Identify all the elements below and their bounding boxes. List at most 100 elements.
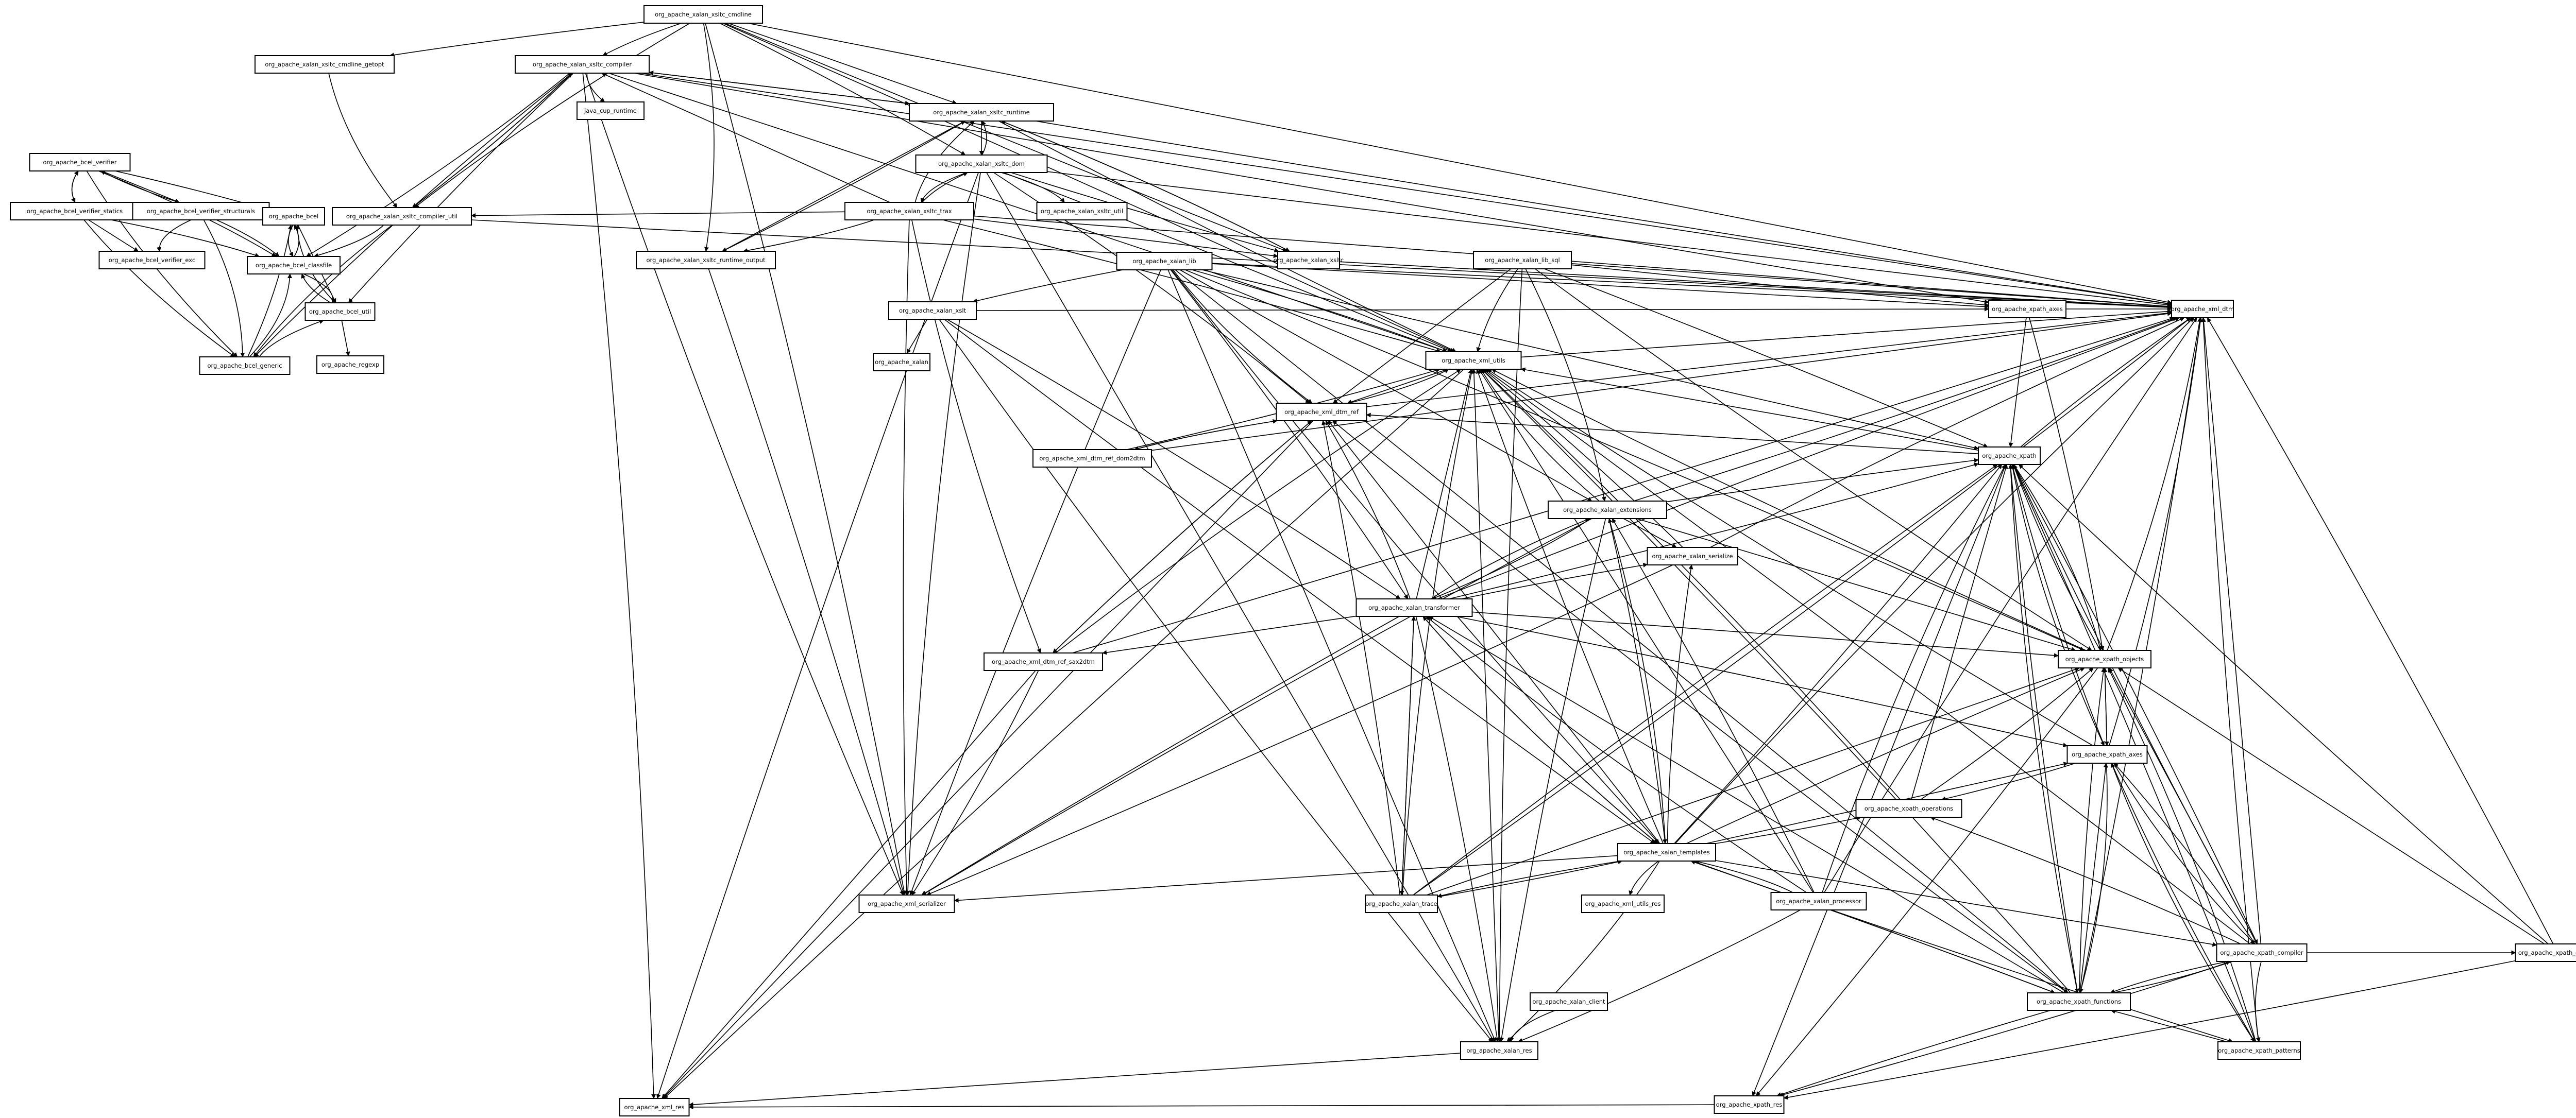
package-node-org-apache-xml-utils-res[interactable]: org_apache_xml_utils_res bbox=[1581, 895, 1665, 913]
node-label: org_apache_xalan_xsltc bbox=[1274, 256, 1344, 264]
package-node-org-apache-bcel-util[interactable]: org_apache_bcel_util bbox=[304, 302, 376, 321]
package-node-org-apache-regexp[interactable]: org_apache_regexp bbox=[316, 355, 384, 374]
package-node-org-apache-xalan-extensions[interactable]: org_apache_xalan_extensions bbox=[1548, 501, 1667, 519]
package-node-org-apache-xalan-processor[interactable]: org_apache_xalan_processor bbox=[1770, 892, 1867, 910]
dependency-edge bbox=[2201, 317, 2259, 1042]
dependency-edge bbox=[1426, 616, 1807, 893]
dependency-edge bbox=[662, 670, 1036, 1099]
dependency-edge bbox=[1001, 121, 1290, 252]
dependency-edge bbox=[585, 73, 904, 896]
package-node-org-apache-xpath-operations[interactable]: org_apache_xpath_operations bbox=[1855, 799, 1962, 818]
dependency-edge bbox=[1482, 369, 1901, 800]
dependency-edge bbox=[2008, 317, 2027, 448]
package-node-org-apache-xalan-templates[interactable]: org_apache_xalan_templates bbox=[1617, 843, 1716, 862]
package-node-org-apache-xalan-xsltc-compiler[interactable]: org_apache_xalan_xsltc_compiler bbox=[515, 55, 650, 74]
package-node-org-apache-xml-res[interactable]: org_apache_xml_res bbox=[619, 1098, 690, 1116]
node-label: org_apache_xalan_templates bbox=[1623, 849, 1709, 856]
package-node-org-apache-xalan-xsltc-util[interactable]: org_apache_xalan_xsltc_util bbox=[1036, 202, 1128, 220]
package-node-org-apache-xalan-xsltc-cmdline-getopt[interactable]: org_apache_xalan_xsltc_cmdline_getopt bbox=[255, 55, 395, 74]
package-node-org-apache-xalan-xslt[interactable]: org_apache_xalan_xslt bbox=[888, 301, 977, 320]
package-node-org-apache-xalan-transformer[interactable]: org_apache_xalan_transformer bbox=[1355, 598, 1473, 617]
node-box bbox=[262, 207, 325, 226]
dependency-edge bbox=[1612, 518, 1815, 893]
dependency-edge bbox=[203, 219, 245, 357]
dependency-edge bbox=[1690, 861, 2056, 994]
package-node-org-apache-xpath-axes[interactable]: org_apache_xpath_axes bbox=[1988, 300, 2066, 318]
package-node-org-apache-xalan[interactable]: org_apache_xalan bbox=[873, 353, 930, 371]
dependency-edge bbox=[722, 23, 1455, 352]
dependency-edge bbox=[1715, 860, 2217, 947]
dependency-edge bbox=[1518, 909, 1801, 1043]
dependency-edge bbox=[972, 269, 1123, 303]
package-node-org-apache-bcel-verifier-statics[interactable]: org_apache_bcel_verifier_statics bbox=[10, 202, 140, 220]
dependency-edge bbox=[946, 319, 1401, 599]
package-node-org-apache-xpath-compiler[interactable]: org_apache_xpath_compiler bbox=[2216, 943, 2308, 962]
dependency-edge bbox=[301, 273, 331, 303]
dependency-edge bbox=[906, 319, 928, 354]
dependency-edge bbox=[903, 219, 910, 896]
dependency-edge bbox=[905, 172, 981, 896]
package-node-org-apache-xalan-lib-sql[interactable]: org_apache_xalan_lib_sql bbox=[1473, 251, 1572, 269]
package-node-org-apache-bcel-verifier-structurals[interactable]: org_apache_bcel_verifier_structurals bbox=[132, 202, 270, 220]
dependency-edge bbox=[922, 172, 968, 203]
node-label: java_cup_runtime bbox=[584, 107, 637, 114]
package-node-org-apache-xalan-res[interactable]: org_apache_xalan_res bbox=[1460, 1041, 1538, 1060]
node-label: org_apache_xpath_operations bbox=[1865, 805, 1953, 812]
package-node-org-apache-xalan-xsltc-dom[interactable]: org_apache_xalan_xsltc_dom bbox=[915, 154, 1048, 173]
dependency-edge bbox=[2019, 464, 2549, 944]
dependency-edge bbox=[1347, 369, 1448, 404]
node-label: org_apache_xml_dtm_ref bbox=[1284, 408, 1359, 416]
package-node-org-apache-xpath-axes[interactable]: org_apache_xpath_axes bbox=[2066, 745, 2148, 764]
package-node-org-apache-xalan-xsltc-runtime[interactable]: org_apache_xalan_xsltc_runtime bbox=[909, 103, 1054, 122]
node-box bbox=[2027, 992, 2131, 1011]
package-node-org-apache-xml-dtm-ref[interactable]: org_apache_xml_dtm_ref bbox=[1276, 403, 1367, 421]
package-node-org-apache-xalan-xsltc-compiler-util[interactable]: org_apache_xalan_xsltc_compiler_util bbox=[332, 207, 472, 226]
package-node-org-apache-xml-dtm-ref-sax2dtm[interactable]: org_apache_xml_dtm_ref_sax2dtm bbox=[984, 652, 1103, 671]
package-node-org-apache-xml-dtm-ref-dom2dtm[interactable]: org_apache_xml_dtm_ref_dom2dtm bbox=[1032, 449, 1152, 468]
dependency-edge bbox=[2107, 317, 2202, 651]
dependency-edge bbox=[1756, 667, 2098, 1096]
package-node-org-apache-bcel[interactable]: org_apache_bcel bbox=[262, 207, 325, 226]
package-node-org-apache-xpath-objects[interactable]: org_apache_xpath_objects bbox=[2058, 650, 2151, 668]
package-node-org-apache-bcel-verifier-exc[interactable]: org_apache_bcel_verifier_exc bbox=[98, 251, 206, 269]
dependency-edge bbox=[954, 855, 1618, 903]
dependency-edge bbox=[909, 269, 1161, 896]
dependency-edge bbox=[1431, 518, 1591, 600]
dependency-edge bbox=[1710, 317, 2185, 548]
package-node-org-apache-xpath-patterns[interactable]: org_apache_xpath_patterns bbox=[2217, 1041, 2301, 1060]
dependency-edge bbox=[71, 170, 79, 203]
package-node-org-apache-xpath-res[interactable]: org_apache_xpath_res bbox=[1714, 1095, 1785, 1114]
package-node-org-apache-xpath[interactable]: org_apache_xpath bbox=[1978, 446, 2041, 465]
node-label: org_apache_xpath_compiler bbox=[2220, 949, 2303, 956]
node-label: org_apache_bcel_verifier_statics bbox=[27, 208, 123, 215]
package-node-java-cup-runtime[interactable]: java_cup_runtime bbox=[577, 101, 645, 120]
dependency-edge bbox=[1202, 269, 1979, 450]
package-node-org-apache-bcel-classfile[interactable]: org_apache_bcel_classfile bbox=[247, 256, 341, 274]
node-label: org_apache_xalan_xsltc_runtime_output bbox=[646, 256, 766, 264]
package-node-org-apache-xalan-xsltc-runtime-output[interactable]: org_apache_xalan_xsltc_runtime_output bbox=[636, 251, 776, 269]
node-label: org_apache_xpath bbox=[1982, 452, 2036, 459]
node-box bbox=[1365, 895, 1438, 913]
dependency-edge bbox=[2013, 464, 2102, 651]
package-node-org-apache-xalan-serialize[interactable]: org_apache_xalan_serialize bbox=[1647, 547, 1738, 565]
package-node-org-apache-xalan-xsltc[interactable]: org_apache_xalan_xsltc bbox=[1274, 251, 1344, 269]
package-node-org-apache-xml-dtm[interactable]: org_apache_xml_dtm bbox=[2171, 300, 2234, 318]
package-node-org-apache-xalan-client[interactable]: org_apache_xalan_client bbox=[1530, 992, 1608, 1011]
package-node-org-apache-bcel-verifier[interactable]: org_apache_bcel_verifier bbox=[29, 153, 131, 171]
dependency-edge bbox=[1170, 269, 1409, 599]
dependency-edge bbox=[2111, 763, 2255, 1042]
package-node-org-apache-xml-serializer[interactable]: org_apache_xml_serializer bbox=[858, 895, 955, 913]
package-node-org-apache-xalan-trace[interactable]: org_apache_xalan_trace bbox=[1365, 895, 1438, 913]
package-node-org-apache-xpath-functions[interactable]: org_apache_xpath_functions bbox=[2027, 992, 2131, 1011]
package-node-org-apache-xalan-xsltc-trax[interactable]: org_apache_xalan_xsltc_trax bbox=[844, 202, 974, 220]
node-box bbox=[844, 202, 974, 220]
node-label: org_apache_bcel bbox=[269, 213, 318, 220]
package-node-org-apache-xalan-xsltc-cmdline[interactable]: org_apache_xalan_xsltc_cmdline bbox=[643, 5, 763, 24]
package-node-org-apache-xalan-lib[interactable]: org_apache_xalan_lib bbox=[1116, 252, 1213, 270]
package-node-org-apache-bcel-generic[interactable]: org_apache_bcel_generic bbox=[199, 356, 291, 375]
package-node-org-apache-xpath-domapi[interactable]: org_apache_xpath_domapi bbox=[2515, 943, 2576, 962]
package-node-org-apache-xml-utils[interactable]: org_apache_xml_utils bbox=[1425, 351, 1522, 370]
dependency-edge bbox=[1035, 121, 2172, 306]
dependency-edge bbox=[157, 219, 192, 252]
node-box bbox=[247, 256, 341, 274]
